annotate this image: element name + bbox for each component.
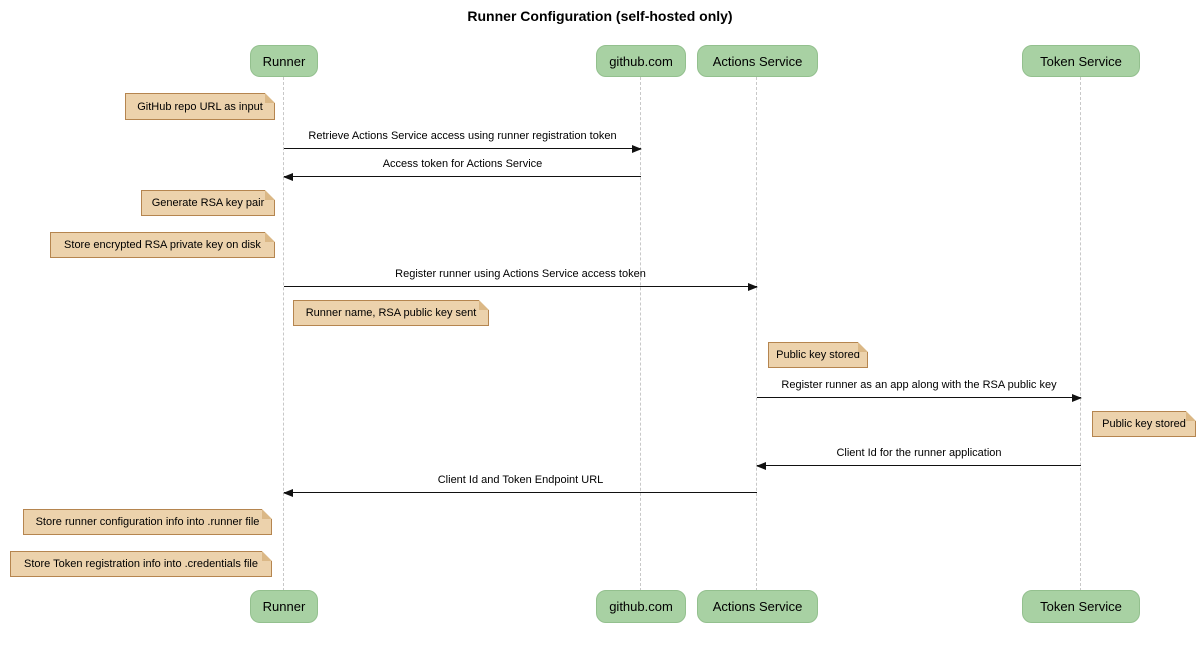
- note-generate-rsa-key-pair: Generate RSA key pair: [141, 190, 275, 216]
- lifeline-actions-service: [756, 77, 757, 591]
- arrowhead-right-icon: [632, 145, 642, 153]
- participant-bottom-actions-service: Actions Service: [697, 590, 818, 623]
- message-label: Client Id for the runner application: [836, 447, 1002, 459]
- message-line: [284, 176, 641, 177]
- message-label: Register runner using Actions Service ac…: [395, 268, 646, 280]
- note-store-runner-configuration: Store runner configuration info into .ru…: [23, 509, 272, 535]
- message-label: Register runner as an app along with the…: [781, 379, 1057, 391]
- message-label: Retrieve Actions Service access using ru…: [308, 130, 617, 142]
- diagram-title: Runner Configuration (self-hosted only): [467, 8, 733, 24]
- note-store-encrypted-rsa-private-key: Store encrypted RSA private key on disk: [50, 232, 275, 258]
- message-client-id-and-token-endpoint-url: Client Id and Token Endpoint URL: [283, 474, 757, 497]
- arrowhead-left-icon: [283, 489, 293, 497]
- note-public-key-stored-actions: Public key stored: [768, 342, 868, 368]
- participant-bottom-runner: Runner: [250, 590, 318, 623]
- message-line: [757, 397, 1081, 398]
- message-label: Access token for Actions Service: [382, 158, 543, 170]
- message-label: Client Id and Token Endpoint URL: [437, 474, 604, 486]
- message-register-runner-as-app: Register runner as an app along with the…: [757, 379, 1082, 402]
- arrowhead-left-icon: [756, 462, 766, 470]
- participant-top-github-com: github.com: [596, 45, 686, 77]
- lifeline-github-com: [640, 77, 641, 591]
- message-client-id-for-runner-application: Client Id for the runner application: [756, 447, 1081, 470]
- message-retrieve-actions-service-access: Retrieve Actions Service access using ru…: [284, 130, 642, 153]
- message-line: [757, 465, 1081, 466]
- participant-bottom-github-com: github.com: [596, 590, 686, 623]
- note-github-repo-url-as-input: GitHub repo URL as input: [125, 93, 275, 120]
- note-public-key-stored-token: Public key stored: [1092, 411, 1196, 437]
- lifeline-token-service: [1080, 77, 1081, 591]
- lifeline-runner: [283, 77, 284, 591]
- arrowhead-right-icon: [748, 283, 758, 291]
- message-line: [284, 286, 757, 287]
- message-line: [284, 492, 757, 493]
- participant-top-actions-service: Actions Service: [697, 45, 818, 77]
- note-runner-name-rsa-public-key-sent: Runner name, RSA public key sent: [293, 300, 489, 326]
- message-access-token-for-actions-service: Access token for Actions Service: [283, 158, 641, 181]
- message-register-runner: Register runner using Actions Service ac…: [284, 268, 758, 291]
- participant-top-runner: Runner: [250, 45, 318, 77]
- message-line: [284, 148, 641, 149]
- arrowhead-right-icon: [1072, 394, 1082, 402]
- arrowhead-left-icon: [283, 173, 293, 181]
- participant-top-token-service: Token Service: [1022, 45, 1140, 77]
- participant-bottom-token-service: Token Service: [1022, 590, 1140, 623]
- note-store-token-registration: Store Token registration info into .cred…: [10, 551, 272, 577]
